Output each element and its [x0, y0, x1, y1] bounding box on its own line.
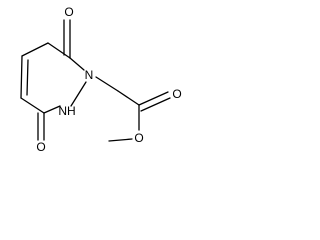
atom-labels: O O N NH O O	[36, 5, 181, 154]
side-chain-bonds	[95, 76, 171, 142]
chemical-structure: O O N NH O O	[20, 5, 182, 154]
bond-c6-ring	[47, 42, 71, 59]
bond-n2-c3	[43, 105, 61, 114]
bond-c5-c6	[21, 42, 49, 57]
atom-n1: N	[85, 68, 94, 82]
ring-bonds	[20, 42, 87, 114]
bond-c3-c4	[20, 97, 45, 114]
bond-c4-c5	[20, 55, 23, 99]
atom-o-bottom: O	[36, 140, 45, 154]
bond-c-o-carbonyl	[138, 91, 169, 106]
bond-c6-n1	[69, 57, 85, 71]
atom-n2: NH	[58, 104, 75, 118]
atom-o-carbonyl: O	[172, 87, 181, 101]
bond-n1-ch2	[95, 76, 119, 92]
bond-ch2-c	[117, 90, 140, 106]
bond-o-ch3	[108, 138, 133, 142]
atom-o-top: O	[64, 5, 73, 19]
bond-n1-n2	[70, 81, 87, 107]
atom-o-ester: O	[134, 131, 143, 145]
bond-c-o-carbonyl-inner	[140, 97, 171, 112]
ring-carbonyls	[37, 19, 71, 141]
bond-c4-c5-inner	[26, 59, 29, 96]
